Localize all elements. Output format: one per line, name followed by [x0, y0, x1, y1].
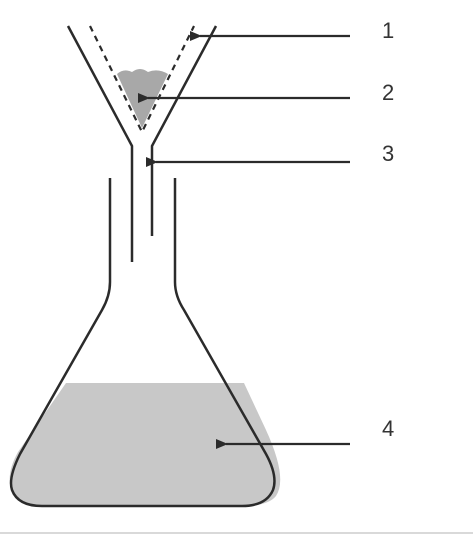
callout-labels: 1 2 3 4 — [382, 18, 394, 441]
callout-arrows — [138, 31, 350, 449]
conical-flask — [9, 178, 281, 508]
funnel-right-wall — [150, 25, 218, 236]
bottom-divider — [0, 532, 473, 534]
callout-label-3: 3 — [382, 141, 394, 166]
callout-label-4: 4 — [382, 416, 394, 441]
callout-label-1: 1 — [382, 18, 394, 43]
flask-outline — [9, 178, 276, 508]
funnel — [66, 25, 218, 262]
callout-label-2: 2 — [382, 80, 394, 105]
filtrate — [9, 383, 281, 506]
funnel-left-wall — [66, 25, 134, 262]
